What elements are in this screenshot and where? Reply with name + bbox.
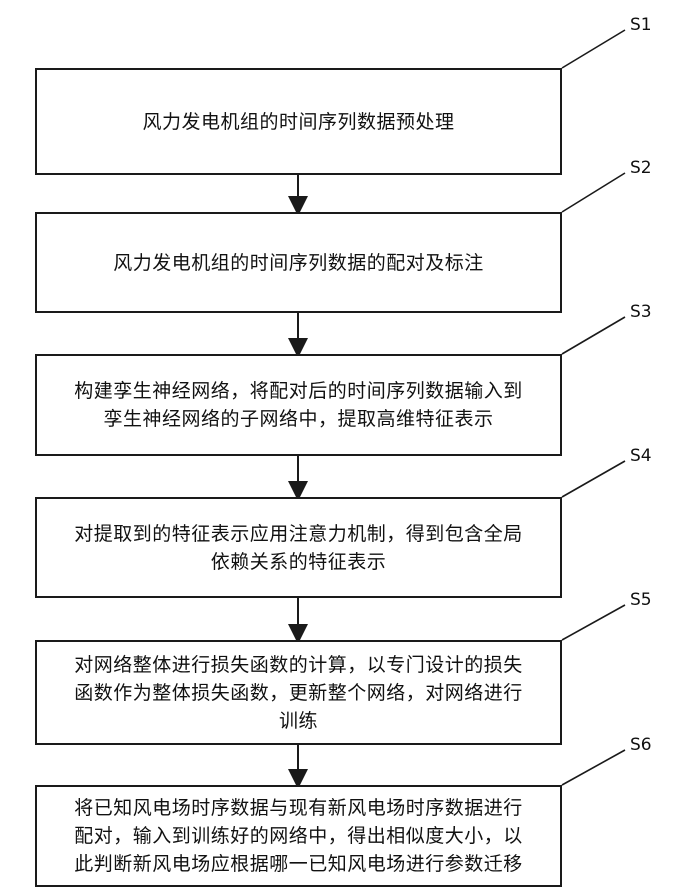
step-s5-line-3: 训练 [74,707,523,735]
leader-line-s5 [562,605,625,640]
leader-line-s2 [562,173,625,212]
step-text-s3: 构建孪生神经网络，将配对后的时间序列数据输入到 孪生神经网络的子网络中，提取高维… [56,377,541,433]
step-label-s5: S5 [630,590,652,610]
step-text-s5: 对网络整体进行损失函数的计算，以专门设计的损失 函数作为整体损失函数，更新整个网… [56,651,541,735]
step-box-s5: 对网络整体进行损失函数的计算，以专门设计的损失 函数作为整体损失函数，更新整个网… [35,640,562,745]
step-box-s4: 对提取到的特征表示应用注意力机制，得到包含全局 依赖关系的特征表示 [35,497,562,598]
step-s3-line-2: 孪生神经网络的子网络中，提取高维特征表示 [74,405,523,433]
step-label-s4: S4 [630,446,652,466]
step-text-s6: 将已知风电场时序数据与现有新风电场时序数据进行 配对，输入到训练好的网络中，得出… [56,794,541,878]
step-s5-line-1: 对网络整体进行损失函数的计算，以专门设计的损失 [74,651,523,679]
step-label-s1: S1 [630,15,652,35]
step-s6-line-1: 将已知风电场时序数据与现有新风电场时序数据进行 [74,794,523,822]
step-s2-line-1: 风力发电机组的时间序列数据的配对及标注 [113,249,484,277]
step-s4-line-1: 对提取到的特征表示应用注意力机制，得到包含全局 [74,520,523,548]
step-label-s6: S6 [630,735,652,755]
step-box-s1: 风力发电机组的时间序列数据预处理 [35,68,562,175]
step-s3-line-1: 构建孪生神经网络，将配对后的时间序列数据输入到 [74,377,523,405]
step-label-s2: S2 [630,158,652,178]
leader-line-s1 [562,30,625,68]
step-label-s3: S3 [630,302,652,322]
step-s5-line-2: 函数作为整体损失函数，更新整个网络，对网络进行 [74,679,523,707]
step-s6-line-2: 配对，输入到训练好的网络中，得出相似度大小，以 [74,822,523,850]
step-text-s4: 对提取到的特征表示应用注意力机制，得到包含全局 依赖关系的特征表示 [56,520,541,576]
step-text-s1: 风力发电机组的时间序列数据预处理 [124,108,472,136]
step-box-s2: 风力发电机组的时间序列数据的配对及标注 [35,212,562,313]
leader-line-s3 [562,317,625,354]
step-box-s3: 构建孪生神经网络，将配对后的时间序列数据输入到 孪生神经网络的子网络中，提取高维… [35,354,562,456]
step-s4-line-2: 依赖关系的特征表示 [74,548,523,576]
leader-line-s6 [562,750,625,785]
leader-line-s4 [562,461,625,497]
step-s6-line-3: 此判断新风电场应根据哪一已知风电场进行参数迁移 [74,850,523,878]
step-text-s2: 风力发电机组的时间序列数据的配对及标注 [95,249,502,277]
step-s1-line-1: 风力发电机组的时间序列数据预处理 [142,108,454,136]
step-box-s6: 将已知风电场时序数据与现有新风电场时序数据进行 配对，输入到训练好的网络中，得出… [35,785,562,887]
